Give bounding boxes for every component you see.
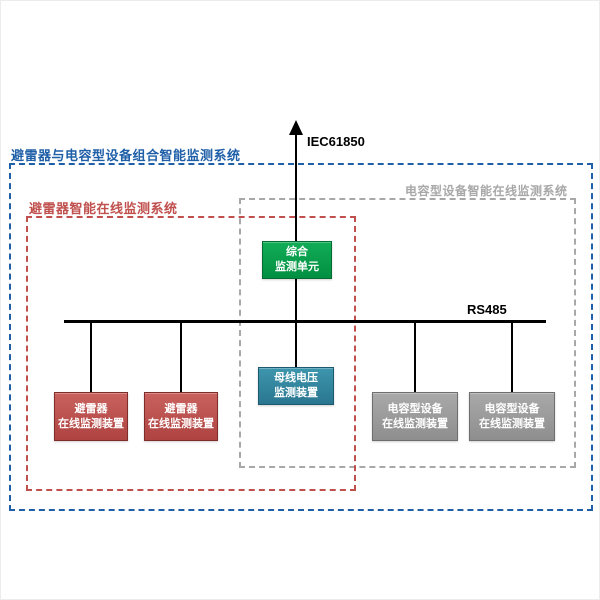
capacitive-monitor-node-2: 电容型设备 在线监测装置 [469,392,555,441]
arrester-monitor-node-1: 避雷器 在线监测装置 [54,392,128,441]
capacitive-monitor-node-1: 电容型设备 在线监测装置 [372,392,458,441]
rs485-bus-line [64,320,546,323]
capacitive-system-label: 电容型设备智能在线监测系统 [405,184,568,198]
rs485-label: RS485 [467,302,507,317]
connector-line-bus-voltage [295,323,297,367]
capacitive-system-boundary [239,198,576,468]
connector-line-capacitive-1 [414,323,416,392]
up-arrow-icon [289,120,303,135]
arrester-system-boundary [26,216,356,491]
combined-system-boundary [9,163,593,511]
connector-line-arrester-2 [180,323,182,392]
iec61850-label: IEC61850 [307,134,365,149]
central-monitoring-unit-node: 综合 监测单元 [262,241,332,279]
arrester-system-label: 避雷器智能在线监测系统 [29,201,178,216]
connector-line-arrester-1 [90,323,92,392]
bus-voltage-monitor-node: 母线电压 监测装置 [258,367,334,405]
arrester-monitor-node-2: 避雷器 在线监测装置 [144,392,218,441]
central-unit-bus-connector-line [295,279,297,321]
combined-system-label: 避雷器与电容型设备组合智能监测系统 [11,148,241,163]
iec61850-uplink-line [295,133,297,241]
connector-line-capacitive-2 [511,323,513,392]
